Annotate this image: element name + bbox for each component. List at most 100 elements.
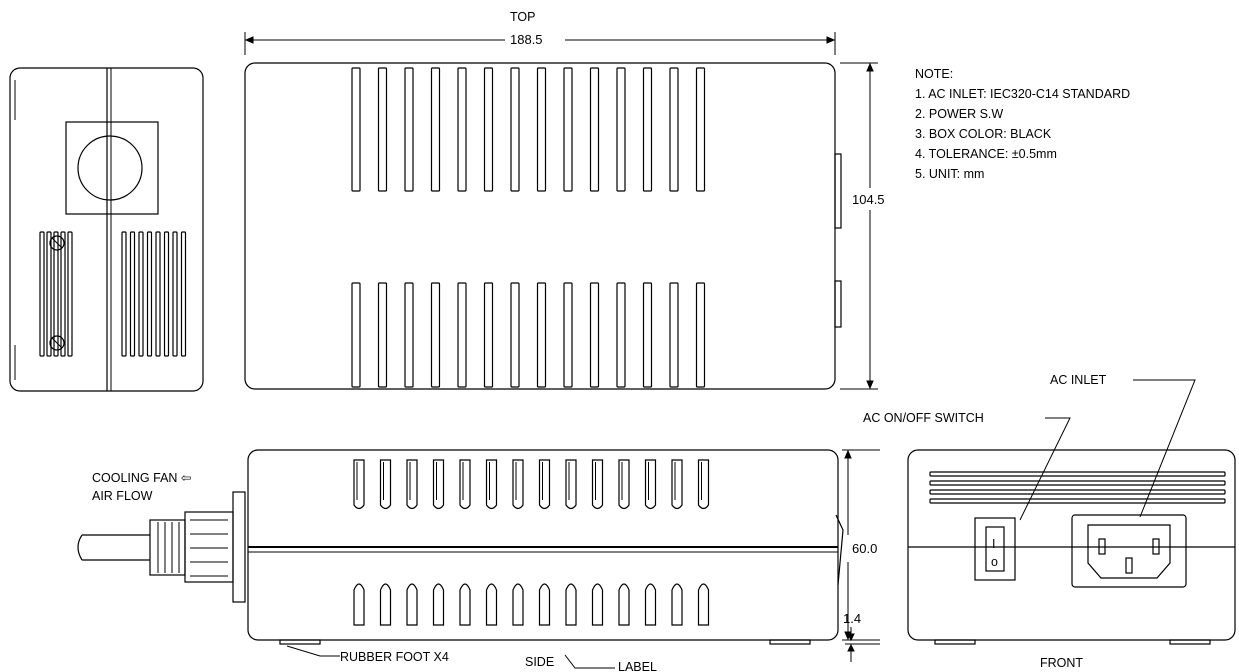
vent-slot bbox=[53, 231, 59, 357]
note-item: 2. POWER S.W bbox=[915, 107, 1003, 121]
vent-slot bbox=[430, 67, 441, 192]
vent-slot bbox=[351, 282, 361, 388]
vent-slot bbox=[457, 67, 467, 192]
ac-inlet-callout: AC INLET bbox=[1050, 373, 1107, 387]
vent-slot bbox=[432, 583, 445, 626]
air-flow-label: AIR FLOW bbox=[92, 489, 153, 503]
vent-slot bbox=[589, 67, 600, 192]
vent-slot bbox=[929, 480, 1226, 486]
side-view-lower-vents bbox=[353, 583, 710, 626]
label-callout: LABEL bbox=[618, 660, 657, 672]
vent-slot bbox=[618, 583, 630, 626]
vent-slot bbox=[697, 459, 710, 510]
vent-slot bbox=[379, 583, 392, 626]
vent-slot bbox=[618, 459, 630, 510]
vent-slot bbox=[60, 231, 66, 357]
vent-slot bbox=[512, 459, 524, 510]
vent-slot bbox=[485, 459, 498, 510]
side-view: COOLING FAN ⇦ AIR FLOW RUBBER FOOT X4 SI… bbox=[77, 449, 880, 672]
note-item: 1. AC INLET: IEC320-C14 STANDARD bbox=[915, 87, 1130, 101]
top-view-lower-vents bbox=[351, 282, 706, 388]
power-switch-rocker[interactable] bbox=[985, 526, 1005, 572]
ac-inlet-pin bbox=[1098, 538, 1106, 555]
side-view-outline bbox=[247, 449, 839, 641]
vent-slot bbox=[589, 282, 600, 388]
end-view-inlet-frame bbox=[65, 121, 159, 215]
vent-slot bbox=[510, 67, 520, 192]
vent-slot bbox=[644, 459, 657, 510]
top-view-side-tab bbox=[834, 280, 842, 328]
notes-title: NOTE: bbox=[915, 67, 953, 81]
vent-slot bbox=[138, 231, 144, 357]
vent-slot bbox=[563, 67, 573, 192]
vent-slot bbox=[616, 282, 626, 388]
front-view-label: FRONT bbox=[1040, 656, 1083, 670]
vent-slot bbox=[432, 459, 445, 510]
vent-slot bbox=[404, 282, 414, 388]
top-view-upper-vents bbox=[351, 67, 706, 192]
vent-slot bbox=[642, 67, 653, 192]
vent-slot bbox=[565, 583, 577, 626]
foot-dimension: 1.4 bbox=[843, 611, 861, 626]
vent-slot bbox=[353, 583, 365, 626]
vent-slot bbox=[671, 459, 683, 510]
vent-slot bbox=[379, 459, 392, 510]
end-view bbox=[9, 67, 204, 392]
vent-slot bbox=[642, 282, 653, 388]
vent-slot bbox=[459, 459, 471, 510]
width-dimension: 104.5 bbox=[852, 192, 885, 207]
side-view-upper-vents bbox=[353, 459, 710, 510]
note-item: 5. UNIT: mm bbox=[915, 167, 984, 181]
note-item: 4. TOLERANCE: ±0.5mm bbox=[915, 147, 1057, 161]
ac-inlet-pin bbox=[1125, 557, 1133, 574]
vent-slot bbox=[483, 67, 494, 192]
length-dimension: 188.5 bbox=[510, 32, 543, 47]
vent-slot bbox=[695, 67, 706, 192]
vent-slot bbox=[536, 282, 547, 388]
vent-slot bbox=[163, 231, 170, 357]
vent-slot bbox=[591, 459, 604, 510]
screw-icon bbox=[49, 235, 65, 251]
vent-slot bbox=[351, 67, 361, 192]
vent-slot bbox=[46, 231, 52, 357]
vent-slot bbox=[180, 231, 187, 357]
vent-slot bbox=[929, 471, 1226, 477]
rubber-foot bbox=[769, 639, 811, 645]
vent-slot bbox=[483, 282, 494, 388]
vent-slot bbox=[353, 459, 365, 510]
height-dimension: 60.0 bbox=[852, 541, 877, 556]
ac-inlet-pin bbox=[1152, 538, 1160, 555]
ac-inlet-socket bbox=[1087, 524, 1171, 579]
vent-slot bbox=[565, 459, 577, 510]
vent-slot bbox=[929, 498, 1226, 504]
vent-slot bbox=[146, 231, 153, 357]
side-view-label: SIDE bbox=[525, 655, 554, 669]
ac-switch-callout: AC ON/OFF SWITCH bbox=[863, 411, 984, 425]
rubber-foot-label: RUBBER FOOT X4 bbox=[340, 650, 449, 664]
vent-slot bbox=[172, 231, 178, 357]
vent-slot bbox=[404, 67, 414, 192]
vent-slot bbox=[697, 583, 710, 626]
vent-slot bbox=[459, 583, 471, 626]
vent-slot bbox=[155, 231, 161, 357]
vent-slot bbox=[538, 583, 551, 626]
vent-slot bbox=[671, 583, 683, 626]
rubber-foot bbox=[934, 639, 976, 645]
ac-inlet-frame[interactable] bbox=[1071, 514, 1187, 588]
front-view-outline bbox=[907, 449, 1236, 641]
vent-slot bbox=[377, 67, 388, 192]
note-item: 3. BOX COLOR: BLACK bbox=[915, 127, 1052, 141]
switch-bezel[interactable] bbox=[974, 517, 1016, 581]
end-view-right-vents bbox=[121, 231, 187, 357]
notes-block: NOTE: 1. AC INLET: IEC320-C14 STANDARD 2… bbox=[915, 67, 1130, 181]
vent-slot bbox=[129, 231, 136, 357]
front-view: AC INLET AC ON/OFF SWITCH I o FRONT bbox=[863, 373, 1236, 670]
switch-on-mark: I bbox=[992, 537, 995, 551]
vent-slot bbox=[512, 583, 524, 626]
switch-off-mark: o bbox=[991, 555, 998, 569]
vent-slot bbox=[669, 67, 679, 192]
top-view: TOP 188.5 104.5 bbox=[244, 10, 885, 390]
vent-slot bbox=[485, 583, 498, 626]
rubber-foot bbox=[1169, 639, 1211, 645]
